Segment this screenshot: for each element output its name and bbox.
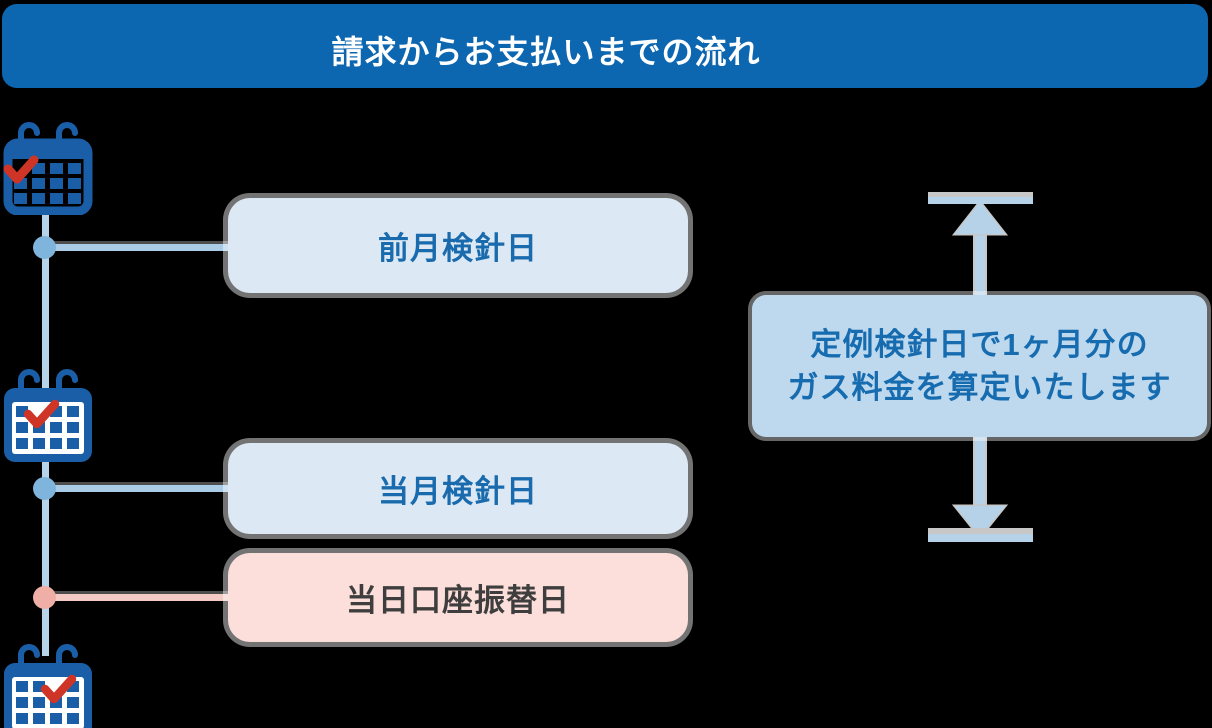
timeline-node-dot-current-month	[33, 477, 56, 500]
connector-line-transfer-day	[44, 594, 228, 601]
step-box-current-month-reading: 当月検針日	[228, 443, 688, 534]
timeline-node-dot-prev-month	[33, 236, 56, 259]
step-label: 前月検針日	[378, 231, 538, 266]
step-box-transfer-day: 当日口座振替日	[228, 553, 688, 642]
calendar-check-icon-current-month	[4, 369, 92, 462]
step-label: 当日口座振替日	[346, 583, 570, 618]
connector-line-current-month	[44, 485, 228, 492]
timeline-node-dot-transfer-day	[33, 586, 56, 609]
annotation-text-line2: ガス料金を算定いたします	[787, 370, 1172, 405]
step-label: 当月検針日	[378, 474, 538, 509]
step-box-prev-month-reading: 前月検針日	[228, 198, 688, 293]
connector-line-prev-month	[44, 244, 228, 251]
diagram-title-bar: 請求からお支払いまでの流れ	[2, 4, 1208, 88]
annotation-text-line1: 定例検針日で1ヶ月分の	[810, 327, 1149, 362]
annotation-box: 定例検針日で1ヶ月分の ガス料金を算定いたします	[752, 295, 1207, 437]
calendar-check-icon-prev-month	[3, 122, 93, 215]
diagram-title: 請求からお支払いまでの流れ	[331, 34, 761, 70]
calendar-check-icon-transfer-day	[4, 644, 92, 728]
